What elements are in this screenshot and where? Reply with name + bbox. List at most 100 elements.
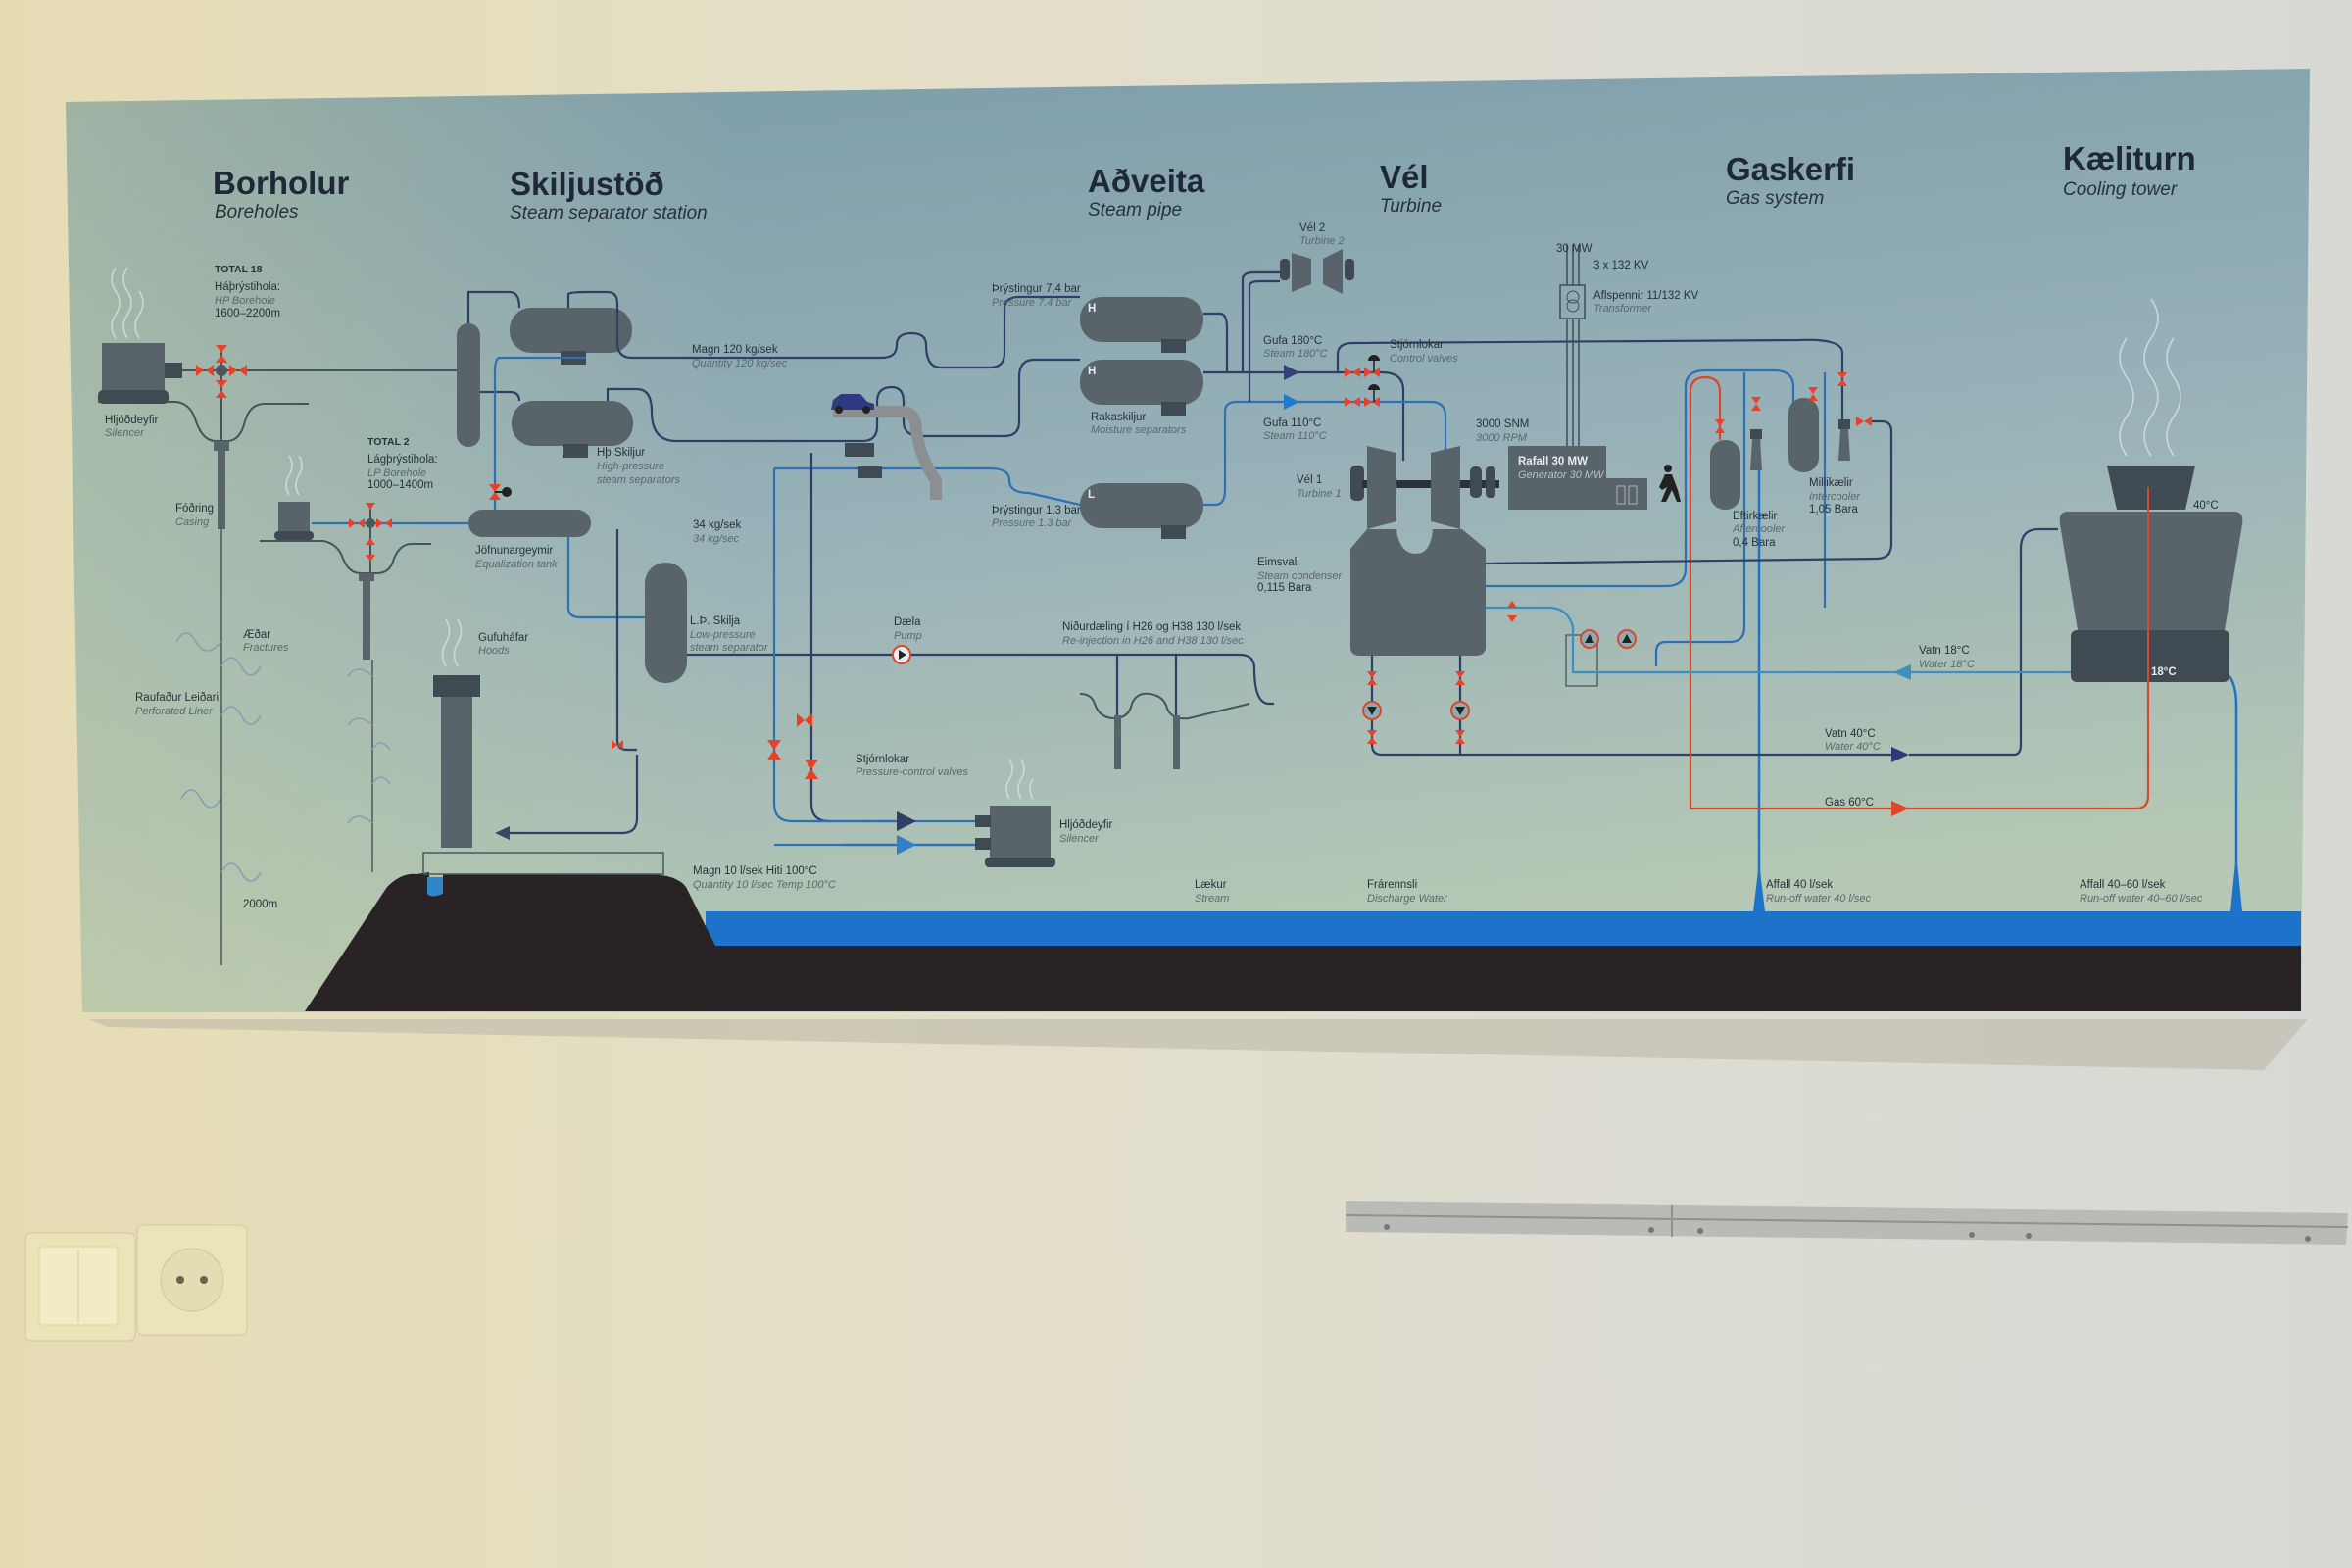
- label: Raufaður Leiðari: [135, 692, 219, 704]
- silencer-hp: [102, 343, 165, 394]
- label: Equalization tank: [475, 559, 558, 570]
- label: Fóðring: [175, 503, 214, 514]
- label: Stjórnlokar: [1390, 339, 1444, 351]
- hot-water-pool: [422, 852, 664, 875]
- steam-180-arrow-icon: [1284, 365, 1299, 380]
- label: 18°C: [2151, 666, 2177, 678]
- label: Hþ Skiljur: [597, 447, 645, 459]
- moisture-separator-2: [1080, 360, 1203, 405]
- label: Æðar: [243, 629, 270, 641]
- label: 34 kg/sec: [693, 533, 740, 545]
- label: Run-off water 40 l/sec: [1766, 893, 1871, 905]
- label: Magn 120 kg/sek: [692, 344, 778, 356]
- label: Moisture separators: [1091, 424, 1187, 436]
- intercooler: [1788, 398, 1819, 472]
- power-socket[interactable]: [136, 1224, 248, 1336]
- label: Hljóðdeyfir: [105, 415, 158, 426]
- generator: [1508, 446, 1606, 510]
- label: 34 kg/sek: [693, 519, 741, 531]
- label: 0,115 Bara: [1257, 582, 1312, 594]
- label: Pump: [894, 630, 922, 642]
- moisture-separator-low: [1080, 483, 1203, 528]
- label: Dæla: [894, 616, 921, 628]
- reinjection-wells: [1079, 655, 1250, 769]
- silencer-lp: [975, 759, 1055, 867]
- label: 0,4 Bara: [1733, 537, 1776, 549]
- label: Vél 1: [1297, 474, 1322, 486]
- label: Vél 2: [1299, 222, 1325, 234]
- turbine-2: [1280, 249, 1354, 294]
- label: Generator 30 MW: [1518, 469, 1605, 481]
- label: Low-pressure: [690, 629, 756, 641]
- label: Water 18°C: [1919, 659, 1975, 670]
- car-icon: [831, 394, 874, 414]
- label: Control valves: [1390, 353, 1458, 365]
- label: LP Borehole: [368, 467, 426, 479]
- label: L: [1088, 489, 1095, 501]
- hood-chimney: [433, 618, 480, 848]
- label: Stjórnlokar: [856, 754, 909, 765]
- label: 2000m: [243, 899, 277, 910]
- label: Niðurdæling í H26 og H38 130 l/sek: [1062, 621, 1241, 633]
- label: Steam 180°C: [1263, 348, 1328, 360]
- subheading-gas: Gas system: [1726, 188, 1824, 209]
- person-walking-icon: [1659, 465, 1681, 502]
- fractures: [175, 632, 391, 882]
- heading-steam-pipe: Aðveita: [1088, 163, 1205, 199]
- label: 1,05 Bara: [1809, 504, 1858, 515]
- water-40-arrow-icon: [1891, 747, 1909, 762]
- mounting-rail: [1345, 1201, 2349, 1245]
- label: Steam 110°C: [1263, 430, 1327, 442]
- label: Transformer: [1593, 303, 1652, 315]
- label: Affall 40–60 l/sek: [2080, 879, 2166, 891]
- label: Aftercooler: [1732, 523, 1787, 535]
- label: Intercooler: [1809, 491, 1861, 503]
- lp-separator: [645, 563, 687, 683]
- label: TOTAL 2: [368, 436, 410, 448]
- steam-condenser: [1350, 529, 1486, 656]
- condensate-pumps: [1362, 671, 1470, 744]
- label: Frárennsli: [1367, 879, 1417, 891]
- equalization-tank: [468, 510, 591, 537]
- label: Pressure 1.3 bar: [992, 517, 1073, 529]
- subheading-turbine: Turbine: [1380, 196, 1442, 217]
- label: steam separators: [597, 474, 680, 486]
- label: Vatn 40°C: [1825, 728, 1876, 740]
- moisture-separator-1: [1080, 297, 1203, 342]
- label: Quantity 10 l/sec Temp 100°C: [693, 879, 836, 891]
- water-18-arrow-icon: [1893, 664, 1911, 680]
- label: 30 MW: [1556, 243, 1592, 255]
- label: Discharge Water: [1367, 893, 1448, 905]
- label: Silencer: [105, 427, 145, 439]
- label: Stream: [1195, 893, 1229, 905]
- label: Háþrýstihola:: [215, 281, 280, 293]
- label: HP Borehole: [215, 295, 275, 307]
- label: steam separator: [690, 642, 769, 654]
- label: Aflspennir 11/132 KV: [1593, 290, 1699, 302]
- hp-separator-vertical: [457, 290, 521, 447]
- subheading-steam-pipe: Steam pipe: [1088, 200, 1182, 220]
- aftercooler: [1710, 440, 1740, 510]
- water-band: [706, 911, 2301, 947]
- light-switch[interactable]: [24, 1232, 136, 1342]
- label: Pressure-control valves: [856, 766, 968, 778]
- label: Eimsvali: [1257, 557, 1299, 568]
- label: Gufa 110°C: [1263, 417, 1321, 429]
- label: Fractures: [243, 642, 289, 654]
- diagram-labels: TOTAL 18 Háþrýstihola: HP Borehole 1600–…: [105, 222, 2219, 910]
- label: Affall 40 l/sek: [1766, 879, 1833, 891]
- cooling-tower: [2059, 298, 2243, 686]
- label: Eftirkælir: [1733, 511, 1778, 522]
- label: Quantity 120 kg/sec: [692, 358, 788, 369]
- label: Millikælir: [1809, 477, 1853, 489]
- gas-60-arrow-icon: [1891, 801, 1909, 816]
- label: Gufuháfar: [478, 632, 528, 644]
- label: Gas 60°C: [1825, 797, 1874, 808]
- label: 3000 RPM: [1476, 432, 1528, 444]
- hp-separator-2: [512, 401, 633, 446]
- label: High-pressure: [597, 461, 664, 472]
- heading-turbine: Vél: [1380, 159, 1429, 195]
- label: Gufa 180°C: [1263, 335, 1322, 347]
- label: Silencer: [1059, 833, 1100, 845]
